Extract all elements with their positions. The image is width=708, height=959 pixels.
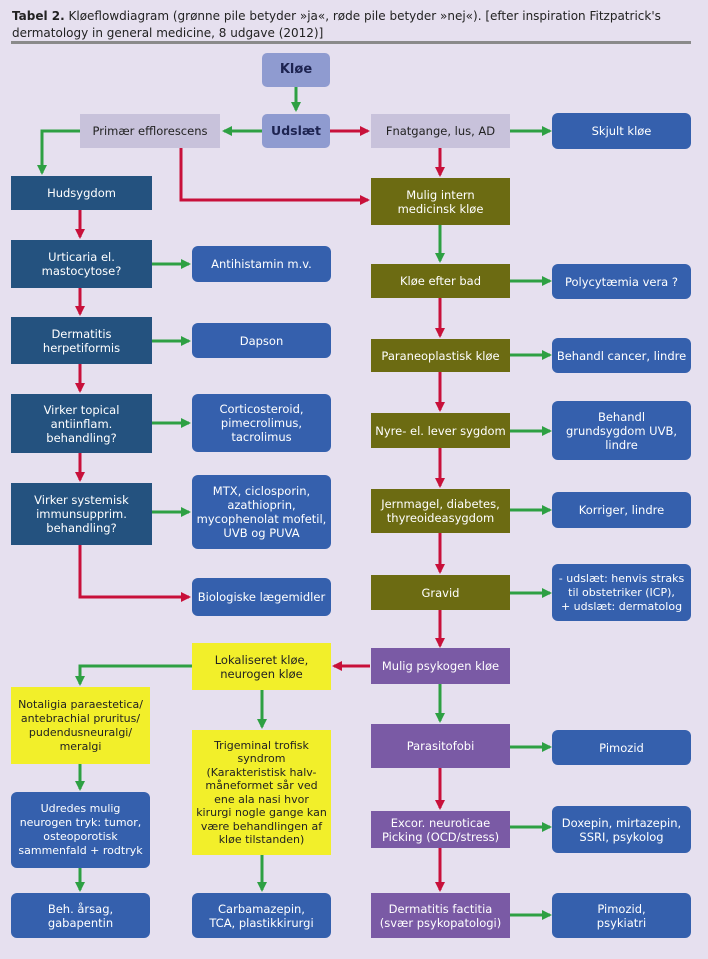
node-primaer-efflorescens: Primær efflorescens <box>80 114 220 148</box>
node-udslaet-henvis: - udslæt: henvis straks til obstetriker … <box>552 564 691 621</box>
node-virker-topical: Virker topical antiinflam. behandling? <box>11 394 152 453</box>
caption-divider <box>11 41 691 44</box>
arrow-no <box>179 148 370 205</box>
node-kloe-efter-bad: Kløe efter bad <box>371 264 510 298</box>
node-paraneoplastisk: Paraneoplastisk kløe <box>371 339 510 372</box>
node-trigeminal: Trigeminal trofisk syndrom (Karakteristi… <box>192 730 331 855</box>
node-jernmagel: Jernmagel, diabetes, thyreoideasygdom <box>371 489 510 533</box>
node-mulig-psykogen: Mulig psykogen kløe <box>371 648 510 684</box>
node-urticaria: Urticaria el. mastocytose? <box>11 240 152 288</box>
node-pimozid-psykiatri: Pimozid, psykiatri <box>552 893 691 938</box>
node-dermatitis-herpetiformis: Dermatitis herpetiformis <box>11 317 152 364</box>
node-mtx: MTX, ciclosporin, azathioprin, mycopheno… <box>192 475 331 549</box>
caption-label: Tabel 2. <box>12 9 65 23</box>
node-korriger: Korriger, lindre <box>552 492 691 528</box>
node-dapson: Dapson <box>192 323 331 358</box>
node-virker-systemisk: Virker systemisk immunsupprim. behandlin… <box>11 483 152 545</box>
node-lokaliseret-kloe: Lokaliseret kløe, neurogen kløe <box>192 643 331 690</box>
node-biologiske: Biologiske lægemidler <box>192 578 331 616</box>
node-hudsygdom: Hudsygdom <box>11 176 152 210</box>
node-doxepin: Doxepin, mirtazepin, SSRI, psykolog <box>552 806 691 853</box>
node-polycytaemia: Polycytæmia vera ? <box>552 264 691 299</box>
node-antihistamin: Antihistamin m.v. <box>192 246 331 282</box>
node-mulig-intern: Mulig intern medicinsk kløe <box>371 178 510 225</box>
node-pimozid: Pimozid <box>552 730 691 765</box>
node-nyre-lever: Nyre- el. lever sygdom <box>371 413 510 448</box>
node-corticosteroid: Corticosteroid, pimecrolimus, tacrolimus <box>192 394 331 452</box>
caption-text: Kløeflowdiagram (grønne pile betyder »ja… <box>12 9 661 40</box>
arrow-yes <box>37 129 80 175</box>
node-gravid: Gravid <box>371 575 510 610</box>
node-dermatitis-factitia: Dermatitis factitia (svær psykopatologi) <box>371 893 510 938</box>
node-udredes: Udredes mulig neurogen tryk: tumor, oste… <box>11 792 150 868</box>
node-udslaet: Udslæt <box>262 114 330 148</box>
arrow-yes <box>75 664 192 686</box>
node-kloe: Kløe <box>262 53 330 87</box>
node-parasitofobi: Parasitofobi <box>371 724 510 768</box>
node-excor-neuroticae: Excor. neuroticae Picking (OCD/stress) <box>371 811 510 848</box>
node-fnatgange: Fnatgange, lus, AD <box>371 114 510 148</box>
node-behandl-cancer: Behandl cancer, lindre <box>552 338 691 373</box>
node-behandl-grundsygdom: Behandl grundsygdom UVB, lindre <box>552 401 691 460</box>
node-skjult-kloe: Skjult kløe <box>552 113 691 149</box>
table-caption: Tabel 2. Kløeflowdiagram (grønne pile be… <box>12 8 696 42</box>
node-beh-aarsag: Beh. årsag, gabapentin <box>11 893 150 938</box>
node-notalgia: Notaligia paraestetica/ antebrachial pru… <box>11 687 150 764</box>
arrow-no <box>78 545 191 602</box>
node-carbamazepin: Carbamazepin, TCA, plastikkirurgi <box>192 893 331 938</box>
